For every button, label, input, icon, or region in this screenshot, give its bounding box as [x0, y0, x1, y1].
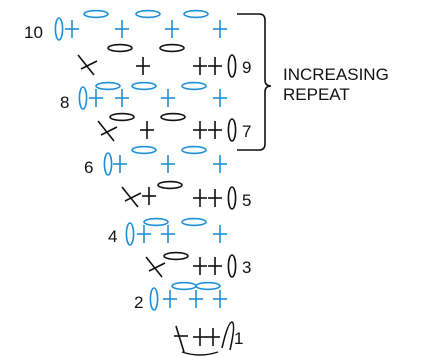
- slanted-stitch-icon: [121, 186, 139, 208]
- chain-stitch-icon: [181, 145, 207, 155]
- row-label-2: 2: [134, 293, 143, 312]
- chain-stitch-icon: [181, 81, 207, 91]
- repeat-label-line2: REPEAT: [283, 85, 350, 104]
- chain-stitch-icon: [95, 81, 121, 91]
- slanted-stitch-icon: [97, 120, 115, 142]
- chain-stitch-icon: [163, 251, 189, 261]
- row-label-5: 5: [242, 191, 251, 210]
- chain-stitch-icon: [181, 217, 207, 227]
- chain-stitch-icon: [131, 81, 157, 91]
- turning-chain-icon: [227, 54, 237, 78]
- slanted-stitch-icon: [80, 60, 98, 70]
- chain-stitch-icon: [159, 43, 185, 53]
- chain-stitch-icon: [131, 145, 157, 155]
- chain-stitch-icon: [195, 281, 221, 291]
- slanted-stitch-icon: [145, 256, 163, 278]
- repeat-label-line1: INCREASING: [283, 65, 389, 84]
- row-label-9: 9: [242, 58, 251, 77]
- turning-chain-icon: [125, 222, 135, 246]
- foundation-stitch-icon: [175, 325, 185, 353]
- turning-chain-icon: [54, 17, 64, 41]
- row-label-1: 1: [234, 329, 243, 348]
- chain-stitch-icon: [143, 217, 169, 227]
- row-label-8: 8: [60, 93, 69, 112]
- turning-chain-icon: [149, 287, 159, 311]
- row-label-7: 7: [242, 122, 251, 141]
- slanted-stitch-icon: [100, 126, 118, 136]
- turning-chain-icon: [78, 86, 88, 110]
- chain-stitch-icon: [83, 9, 109, 19]
- turning-chain-icon: [227, 254, 237, 278]
- stitch-symbols: [54, 9, 237, 356]
- turning-chain-icon: [227, 118, 237, 142]
- base-loop-icon: [181, 351, 219, 356]
- row-label-3: 3: [242, 258, 251, 277]
- row-label-6: 6: [84, 158, 93, 177]
- chain-stitch-icon: [135, 9, 161, 19]
- chain-stitch-icon: [109, 112, 135, 122]
- chain-stitch-icon: [107, 43, 133, 53]
- chain-stitch-icon: [160, 112, 186, 122]
- slanted-stitch-icon: [124, 192, 142, 202]
- turning-chain-icon: [227, 186, 237, 210]
- row-label-4: 4: [108, 227, 117, 246]
- chain-stitch-icon: [157, 180, 183, 190]
- chain-stitch-icon: [171, 281, 197, 291]
- turning-chain-icon: [103, 152, 113, 176]
- slanted-stitch-icon: [77, 54, 95, 76]
- slanted-stitch-icon: [148, 262, 166, 272]
- chain-stitch-icon: [183, 9, 209, 19]
- row-label-10: 10: [24, 23, 43, 42]
- repeat-bracket: [237, 13, 272, 151]
- turning-chain-icon: [221, 321, 235, 351]
